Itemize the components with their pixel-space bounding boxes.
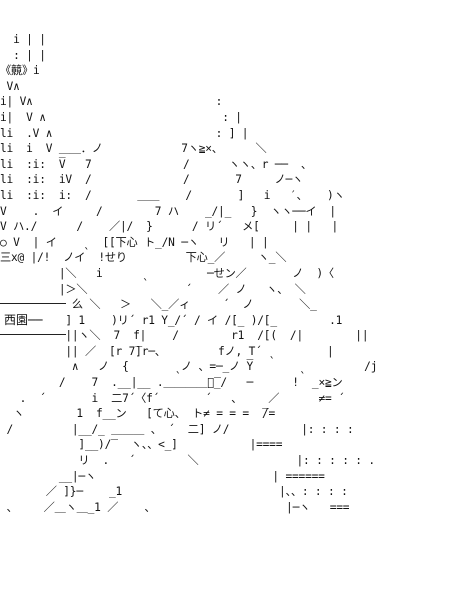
art-line: i| V∧ : xyxy=(0,95,223,109)
art-line: ||ヽ＼ 7 f| / r1 /[( /| || xyxy=(0,329,369,343)
art-line: 么 ＼ ＞ ＼_／ィ ´ ノ ＼_ xyxy=(0,298,317,312)
ascii-art: i | | : | | 《竸》i V∧ i| V∧ : i| V ∧ : | l… xyxy=(0,32,377,515)
art-line: li :i: i: / ＿＿ / ] i ′、 )ヽ xyxy=(0,188,345,202)
art-line: ヽ 1 f__ン [て心、 ト≠ = = = ̅̅/= xyxy=(0,407,276,421)
art-line: : | | xyxy=(0,48,46,62)
art-line: ○ V | イ ˎ [[下心 ト_/N ─ヽ リ | | xyxy=(0,235,269,249)
art-line: |＼ i ˎ ─せン／ ノ )〈 xyxy=(0,266,334,280)
art-line: |＞＼ ´ ／ ノ ヽ、 ＼ xyxy=(0,282,306,296)
art-line: || ／ [r 7̅̅]r─、 fノ, T´ ˎ | xyxy=(0,344,334,358)
art-line: V ハ./ / ／|/ } / リ´ メ[ | | | xyxy=(0,220,339,234)
art-line: V∧ xyxy=(0,79,20,93)
art-line: 、 ／＿ヽ＿_1 ／ 、 |─ヽ === xyxy=(0,500,350,514)
art-line: i| V ∧ : | xyxy=(0,110,242,124)
art-line: li :i: V̅ 7 / ヽヽ、r ── 、 xyxy=(0,157,312,171)
art-line: i | | xyxy=(0,33,46,46)
art-line: ] 1 )リ´ r1 Y_/´ / イ /[_ )/[_ .1 xyxy=(0,313,343,327)
art-line: 《竸》i xyxy=(0,64,40,78)
art-line: __|─ヽ | ====== xyxy=(0,469,325,483)
art-line: ]__)/̅̅̅̅ ヽ、、<_] |==== xyxy=(0,438,283,452)
name-plate: 西園── xyxy=(0,303,66,335)
art-line: / 7 .__|__ .＿＿＿＿／̅̅_/ ─ ! _×≧ン xyxy=(0,376,343,390)
art-line: V . イ / 7 ハ _/|_ } ヽヽ──イ | xyxy=(0,204,336,218)
art-line: li .V ∧ : ] | xyxy=(0,126,249,140)
art-line: ／ ]}─ _1 |、、: : : : xyxy=(0,485,348,499)
art-line: li i V ＿＿．ノ 7ヽ≧×、 ＼ xyxy=(0,142,267,156)
art-line: / |__/_ ＿＿＿ 、 ´ 二] ノ/ |: : : : xyxy=(0,422,354,436)
art-line: li :i: iV / / 7 ノ─ヽ xyxy=(0,173,303,187)
art-line: ∧ ノ { ˎノ 、=─_ノ Y̅̅ ˎ /j xyxy=(0,360,378,374)
art-line: 三x@ |/! ノイ !せり 下心_／ ヽ_＼ xyxy=(0,251,287,265)
art-line: リ . ´ ＼ |: : : : : . xyxy=(0,454,375,468)
art-line: . ´ i 二7´〈f´ ´ 、 ／ ≠= ´ xyxy=(0,391,345,405)
name-plate-text: 西園── xyxy=(4,312,43,327)
